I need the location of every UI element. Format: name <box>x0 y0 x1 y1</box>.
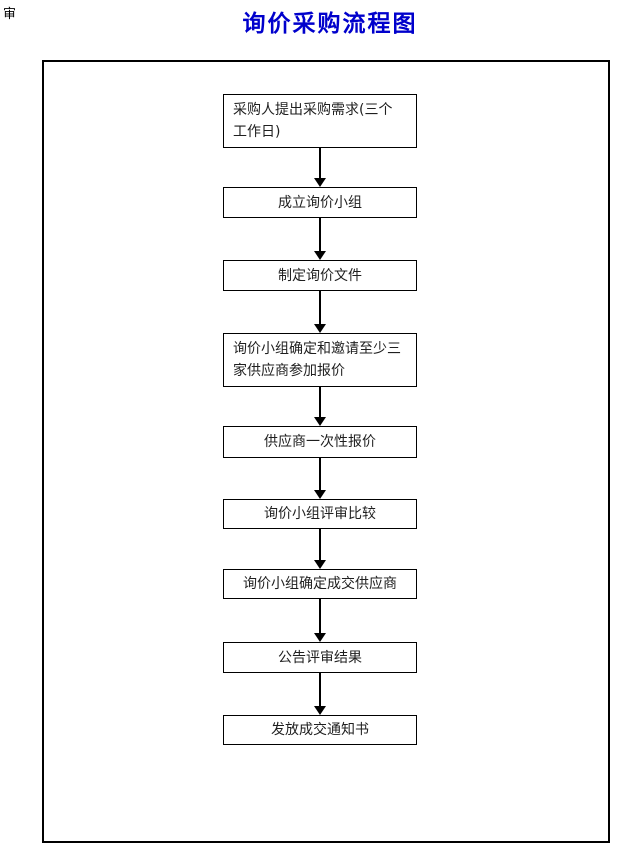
arrow-down-icon <box>314 673 326 715</box>
arrow-shaft <box>319 529 321 560</box>
arrow-down-icon <box>314 458 326 499</box>
flow-step-3: 制定询价文件 <box>223 260 417 291</box>
corner-review-mark: 审 <box>3 7 17 22</box>
flow-step-label: 询价小组评审比较 <box>264 506 376 522</box>
arrow-head <box>314 324 326 333</box>
flow-step-4: 询价小组确定和邀请至少三 家供应商参加报价 <box>223 333 417 387</box>
arrow-shaft <box>319 458 321 490</box>
arrow-head <box>314 706 326 715</box>
flow-step-label: 供应商一次性报价 <box>264 434 376 450</box>
arrow-shaft <box>319 387 321 417</box>
arrow-head <box>314 417 326 426</box>
arrow-head <box>314 251 326 260</box>
flow-step-7: 询价小组确定成交供应商 <box>223 569 417 599</box>
arrow-head <box>314 633 326 642</box>
flow-step-1: 采购人提出采购需求(三个 工作日) <box>223 94 417 148</box>
arrow-down-icon <box>314 529 326 569</box>
flow-step-label: 成立询价小组 <box>278 194 362 211</box>
flow-step-2: 成立询价小组 <box>223 187 417 218</box>
arrow-head <box>314 178 326 187</box>
flow-step-9: 发放成交通知书 <box>223 715 417 745</box>
arrow-shaft <box>319 291 321 324</box>
arrow-down-icon <box>314 291 326 333</box>
flow-step-6: 询价小组评审比较 <box>223 499 417 529</box>
arrow-shaft <box>319 148 321 178</box>
flow-step-label: 公告评审结果 <box>278 649 362 666</box>
arrow-down-icon <box>314 218 326 260</box>
arrow-shaft <box>319 599 321 633</box>
arrow-shaft <box>319 218 321 251</box>
flow-step-label: 发放成交通知书 <box>271 722 369 738</box>
flowchart-frame: 采购人提出采购需求(三个 工作日) 成立询价小组 制定询价文件 询价小组确定和邀… <box>42 60 610 843</box>
flow-step-label: 制定询价文件 <box>278 267 362 284</box>
flow-step-5: 供应商一次性报价 <box>223 426 417 458</box>
flow-step-label: 采购人提出采购需求(三个 工作日) <box>233 102 393 140</box>
arrow-head <box>314 560 326 569</box>
flow-step-label: 询价小组确定和邀请至少三 家供应商参加报价 <box>233 341 401 379</box>
flow-step-label: 询价小组确定成交供应商 <box>243 576 397 592</box>
arrow-shaft <box>319 673 321 706</box>
page-title: 询价采购流程图 <box>242 11 418 37</box>
arrow-down-icon <box>314 387 326 426</box>
arrow-head <box>314 490 326 499</box>
arrow-down-icon <box>314 599 326 642</box>
flow-step-8: 公告评审结果 <box>223 642 417 673</box>
arrow-down-icon <box>314 148 326 187</box>
